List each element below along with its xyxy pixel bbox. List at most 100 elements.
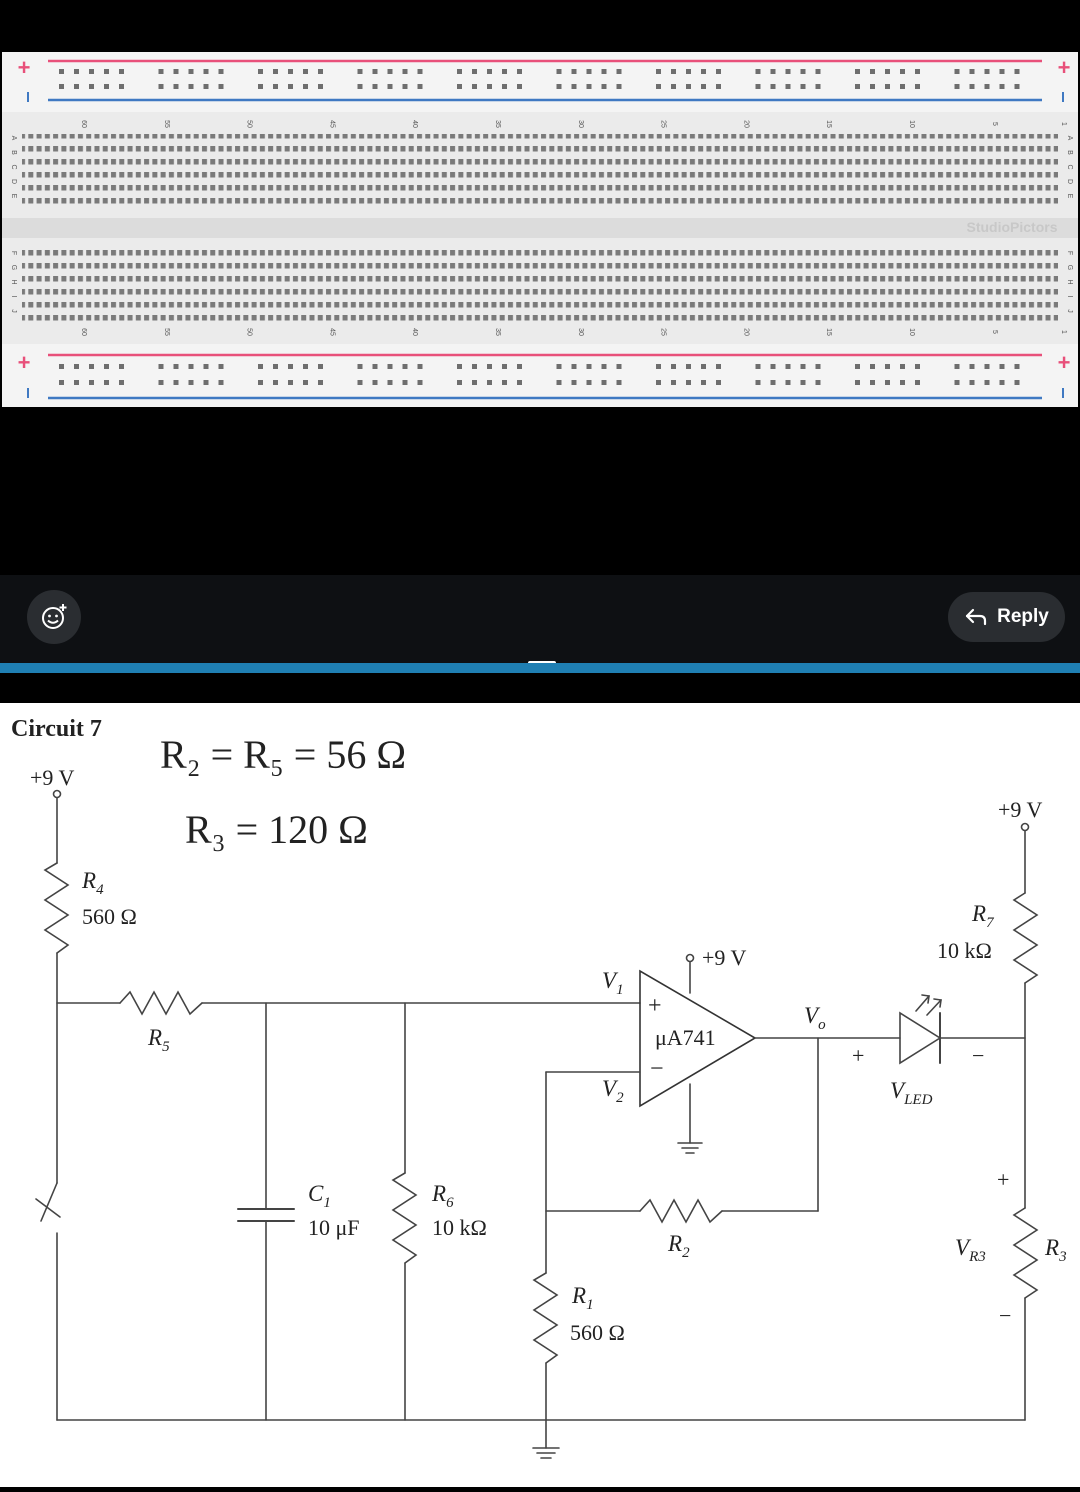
row-letter: I bbox=[1066, 296, 1073, 298]
row-letter: A bbox=[1066, 136, 1073, 141]
message-action-bar bbox=[0, 575, 1080, 663]
rail-hole bbox=[487, 69, 492, 74]
rail-hole bbox=[870, 69, 875, 74]
terminal-strip-bottom bbox=[22, 249, 1058, 323]
rail-hole bbox=[755, 364, 761, 369]
rail-hole bbox=[1014, 84, 1020, 89]
image-gap bbox=[0, 407, 1080, 575]
column-number: 40 bbox=[411, 120, 418, 128]
rail-hole bbox=[571, 380, 577, 385]
rail-hole bbox=[800, 364, 806, 369]
rail-bottom-holes bbox=[59, 364, 1020, 385]
rail-hole bbox=[716, 380, 721, 385]
r4-value: 560 Ω bbox=[82, 904, 137, 929]
rail-hole bbox=[616, 69, 622, 74]
rail-hole bbox=[556, 364, 562, 369]
column-number: 25 bbox=[660, 120, 667, 128]
watermark-text: StudioPictors bbox=[966, 219, 1057, 235]
rail-hole bbox=[89, 380, 94, 385]
rail-hole bbox=[517, 69, 522, 74]
rail-hole bbox=[59, 69, 64, 74]
rail-hole bbox=[273, 69, 278, 74]
opamp-model: μA741 bbox=[655, 1025, 716, 1050]
row-letter: C bbox=[1066, 164, 1073, 169]
rail-hole bbox=[770, 380, 776, 385]
rail-hole bbox=[571, 364, 577, 369]
rail-hole bbox=[954, 364, 960, 369]
rail-hole bbox=[915, 364, 920, 369]
rail-hole bbox=[89, 69, 94, 74]
vr3-label: VR3 bbox=[955, 1235, 986, 1265]
rail-hole bbox=[586, 364, 592, 369]
rail-hole bbox=[701, 380, 706, 385]
add-reaction-icon bbox=[42, 604, 67, 629]
column-number: 55 bbox=[163, 120, 170, 128]
rail-hole bbox=[686, 380, 691, 385]
rail-hole bbox=[671, 364, 676, 369]
rail-hole bbox=[815, 364, 821, 369]
r7-value: 10 kΩ bbox=[937, 938, 992, 963]
vled-label: VLED bbox=[890, 1078, 933, 1108]
rail-hole bbox=[472, 84, 477, 89]
rail-hole bbox=[318, 380, 323, 385]
rail-hole bbox=[119, 364, 124, 369]
rail-hole bbox=[74, 380, 79, 385]
rail-hole bbox=[586, 69, 592, 74]
add-reaction-button[interactable] bbox=[27, 590, 81, 644]
rail-hole bbox=[755, 69, 761, 74]
rail-hole bbox=[417, 364, 423, 369]
rail-hole bbox=[999, 364, 1005, 369]
rail-hole bbox=[800, 380, 806, 385]
row-letter: G bbox=[1066, 265, 1073, 270]
rail-hole bbox=[616, 84, 622, 89]
rail-hole bbox=[119, 69, 124, 74]
row-letter: H bbox=[1066, 279, 1073, 284]
rail-plus-marker: + bbox=[1058, 350, 1071, 375]
rail-hole bbox=[601, 364, 607, 369]
rail-hole bbox=[601, 84, 607, 89]
rail-hole bbox=[173, 69, 179, 74]
column-number: 60 bbox=[80, 120, 87, 128]
reply-button[interactable]: Reply bbox=[948, 592, 1065, 642]
rail-minus-marker bbox=[1062, 92, 1064, 102]
rail-hole bbox=[173, 364, 179, 369]
rail-hole bbox=[984, 364, 990, 369]
rail-minus-marker bbox=[27, 388, 29, 398]
rail-hole bbox=[716, 84, 721, 89]
supply-label-left: +9 V bbox=[30, 765, 75, 790]
c1-value: 10 μF bbox=[308, 1215, 360, 1240]
handwritten-note-2: R₃ = 120 Ω bbox=[185, 807, 368, 852]
rail-hole bbox=[686, 69, 691, 74]
row-letter: I bbox=[10, 296, 17, 298]
rail-hole bbox=[218, 380, 224, 385]
rail-hole bbox=[457, 69, 462, 74]
column-number: 20 bbox=[742, 120, 749, 128]
r2-label: R2 bbox=[667, 1231, 690, 1261]
rail-hole bbox=[800, 69, 806, 74]
rail-hole bbox=[487, 380, 492, 385]
c1-label: C1 bbox=[308, 1181, 331, 1211]
r6-value: 10 kΩ bbox=[432, 1215, 487, 1240]
rail-hole bbox=[472, 380, 477, 385]
rail-hole bbox=[954, 69, 960, 74]
rail-hole bbox=[218, 84, 224, 89]
rail-hole bbox=[158, 84, 164, 89]
column-number: 15 bbox=[825, 328, 832, 336]
rail-hole bbox=[969, 380, 975, 385]
rail-hole bbox=[954, 380, 960, 385]
rail-hole bbox=[457, 380, 462, 385]
rail-hole bbox=[502, 84, 507, 89]
rail-hole bbox=[457, 84, 462, 89]
rail-hole bbox=[303, 84, 308, 89]
rail-hole bbox=[188, 69, 194, 74]
column-number: 5 bbox=[991, 122, 998, 126]
rail-hole bbox=[417, 69, 423, 74]
vo-label: Vo bbox=[804, 1003, 826, 1033]
rail-hole bbox=[288, 380, 293, 385]
rail-hole bbox=[900, 380, 905, 385]
rail-hole bbox=[372, 380, 378, 385]
row-letter: D bbox=[10, 179, 17, 184]
column-number: 25 bbox=[660, 328, 667, 336]
rail-hole bbox=[815, 69, 821, 74]
